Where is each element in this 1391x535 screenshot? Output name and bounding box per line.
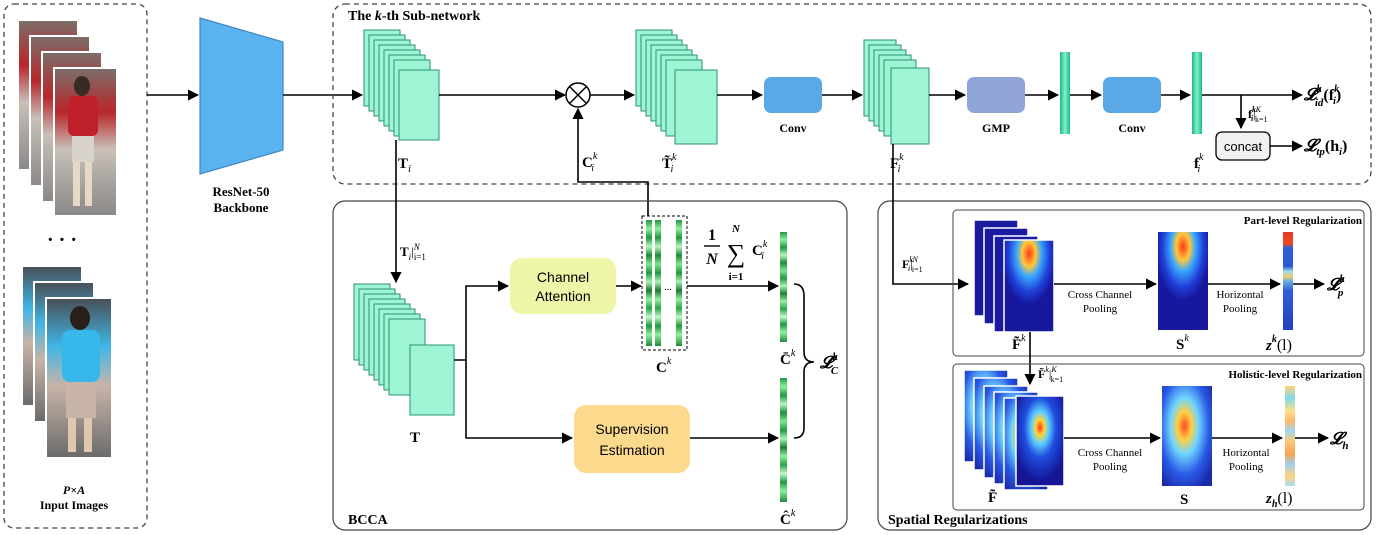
hp-holistic-line2: Pooling	[1229, 461, 1264, 473]
t-batch-stack	[353, 283, 455, 416]
zk-vector	[1283, 232, 1293, 330]
supervision-line2: Estimation	[599, 442, 664, 458]
spatial-title: Spatial Regularizations	[888, 513, 1028, 528]
ck-vectors-dots: ...	[664, 282, 672, 293]
ck-label: Ck	[656, 356, 672, 376]
t-tilde-feature-stack	[635, 29, 718, 145]
ck-vectors-box	[641, 215, 688, 351]
zh-label: zh(l)	[1265, 490, 1293, 510]
s-label: S	[1180, 492, 1188, 508]
hp-part-line1: Horizontal	[1216, 289, 1263, 301]
t-feature-stack	[363, 29, 440, 141]
zk-label: zk(l)	[1265, 334, 1292, 354]
svg-text:Cki: Cki	[752, 239, 768, 262]
hp-part-line2: Pooling	[1223, 303, 1258, 315]
svg-text:∑: ∑	[727, 239, 746, 268]
cbar-vector	[780, 232, 787, 342]
arrow-c-to-multiply	[572, 107, 649, 216]
part-level-title: Part-level Regularization	[1244, 215, 1362, 227]
ccp-holistic-line2: Pooling	[1093, 461, 1128, 473]
subnetwork-title: The k-th Sub-network	[348, 9, 480, 24]
conv-label-2: Conv	[1118, 121, 1145, 135]
ftilde-stack	[963, 369, 1065, 491]
spatial-panel	[877, 200, 1372, 531]
channel-attention-line2: Attention	[535, 288, 590, 304]
svg-text:N: N	[705, 251, 719, 268]
conv-label-1: Conv	[779, 121, 806, 135]
hp-holistic-line1: Horizontal	[1222, 447, 1269, 459]
channel-attention-line1: Channel	[537, 269, 589, 285]
zh-vector	[1285, 386, 1295, 486]
loss-c-brace	[793, 283, 815, 439]
t-i-label: Ti	[398, 156, 411, 175]
loss-h: 𝓛h	[1329, 429, 1348, 452]
svg-text:1: 1	[708, 227, 716, 244]
conv-block-2	[1103, 77, 1161, 113]
svg-text:N: N	[731, 223, 741, 235]
arrow-f-spatial	[892, 144, 970, 290]
ck-vector-2	[655, 220, 661, 346]
part-level-panel	[952, 209, 1365, 357]
ftilde-label: F̃	[988, 489, 997, 506]
backbone-label-line1: ResNet-50	[212, 184, 269, 199]
s-heatmap	[1162, 386, 1212, 486]
cbar-label: C̄k	[780, 348, 796, 368]
gmp-block	[967, 77, 1025, 113]
ccp-holistic-line1: Cross Channel	[1078, 447, 1142, 459]
sk-heatmap	[1158, 232, 1208, 330]
pooled-vector	[1060, 52, 1070, 134]
supervision-block	[574, 405, 690, 473]
channel-attention-block	[510, 258, 616, 314]
input-caption-line1: P×A	[63, 483, 85, 497]
input-image-stack-top	[17, 19, 118, 217]
ck-vector-1	[646, 220, 652, 346]
input-panel	[3, 3, 148, 529]
holistic-level-title: Holistic-level Regularization	[1229, 369, 1363, 381]
f-vector	[1192, 52, 1202, 134]
loss-tp: 𝓛tp(hi)	[1303, 136, 1347, 158]
input-image-stack-bottom	[21, 265, 113, 459]
arrow-t-channel-attention	[454, 280, 510, 361]
subnetwork-panel	[332, 3, 1372, 185]
ccp-part-line1: Cross Channel	[1068, 289, 1132, 301]
chat-label: Ĉk	[780, 508, 796, 528]
f-feature-stack	[863, 39, 930, 145]
ccp-part-line2: Pooling	[1083, 303, 1118, 315]
input-caption-line2: Input Images	[40, 498, 109, 512]
ftilde-k-stack	[973, 219, 1055, 333]
t-batch-label: T	[410, 430, 420, 446]
input-ellipsis: · · ·	[47, 229, 77, 251]
chat-vector	[780, 378, 787, 502]
ck-vector-3	[676, 220, 682, 346]
ftilde-k-label: F̃k	[1012, 333, 1026, 353]
concat-label: concat	[1224, 139, 1263, 154]
holistic-level-panel	[952, 363, 1365, 511]
gmp-label: GMP	[982, 121, 1010, 135]
backbone-trapezoid	[199, 17, 284, 175]
bcca-panel	[332, 200, 848, 531]
supervision-line1: Supervision	[595, 421, 668, 437]
multiply-operator	[565, 82, 591, 108]
arrow-t-supervision	[465, 360, 574, 444]
conv-block-1	[764, 77, 822, 113]
bcca-title: BCCA	[348, 513, 389, 528]
backbone-label-line2: Backbone	[214, 200, 269, 215]
svg-text:i=1: i=1	[729, 271, 744, 283]
sk-label: Sk	[1176, 333, 1189, 353]
